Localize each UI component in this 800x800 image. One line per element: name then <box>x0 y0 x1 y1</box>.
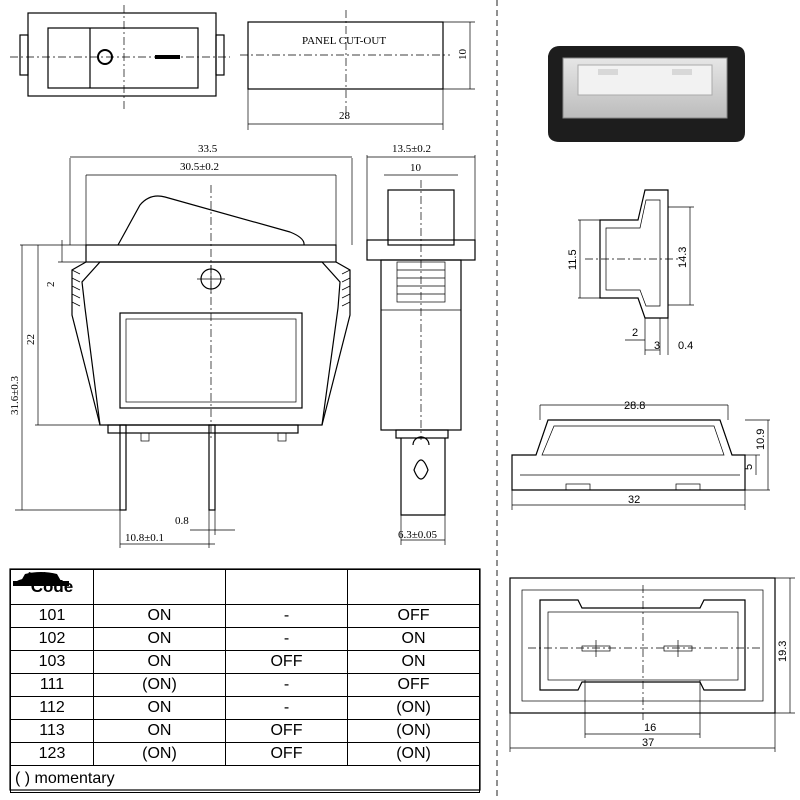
panel-height-dim: 10 <box>457 49 469 61</box>
side-view: 13.5±0.2 10 6.3±0.05 <box>366 143 476 545</box>
cover-h1-dim: 11.5 <box>567 249 579 270</box>
main-front-view: 33.5 30.5±0.2 31.6±0.3 <box>9 143 353 548</box>
row-code: 111 <box>10 673 94 697</box>
side-inner-dim: 10 <box>410 162 422 174</box>
panel-cutout-label: PANEL CUT-OUT <box>302 35 386 47</box>
height-total-dim: 31.6±0.3 <box>9 375 21 415</box>
cover-side-section: 11.5 14.3 2 3 0.4 <box>567 189 694 355</box>
row-code: 112 <box>10 696 94 720</box>
cover-front-section: 28.8 10.9 5 32 <box>511 400 770 510</box>
cell-pos1: ON <box>93 627 226 651</box>
cell-pos2: OFF <box>224 742 349 766</box>
cell-pos2: - <box>224 604 349 628</box>
row-code: 102 <box>10 627 94 651</box>
cell-pos2: OFF <box>224 650 349 674</box>
overall-width-dim: 33.5 <box>198 143 218 155</box>
row-code: 113 <box>10 719 94 743</box>
cell-pos1: ON <box>93 719 226 743</box>
table-row: 123(ON)OFF(ON) <box>10 742 480 766</box>
cell-pos3: (ON) <box>347 696 480 720</box>
cover-d2-dim: 3 <box>654 340 660 352</box>
cell-pos2: - <box>224 673 349 697</box>
panel-width-dim: 28 <box>339 110 351 122</box>
cell-pos3: OFF <box>347 673 480 697</box>
cell-pos3: ON <box>347 627 480 651</box>
table-row: 111(ON)-OFF <box>10 673 480 697</box>
row-code: 101 <box>10 604 94 628</box>
rocker-right-down-icon <box>14 569 480 605</box>
cover-top-width-dim: 28.8 <box>624 400 645 412</box>
panel-cutout: PANEL CUT-OUT 10 28 <box>240 10 475 130</box>
cover-h-total-dim: 10.9 <box>755 429 767 450</box>
side-width-dim: 13.5±0.2 <box>392 143 431 155</box>
cell-pos2: OFF <box>224 719 349 743</box>
momentary-note: ( ) momentary <box>10 765 480 793</box>
cell-pos2: - <box>224 627 349 651</box>
cell-pos1: ON <box>93 696 226 720</box>
inner-width-dim: 30.5±0.2 <box>180 161 219 173</box>
cell-pos3: (ON) <box>347 719 480 743</box>
pin-thickness-dim: 0.8 <box>175 515 189 527</box>
terminal-width-dim: 6.3±0.05 <box>398 529 438 541</box>
height-body-dim: 22 <box>25 334 37 345</box>
cell-pos3: ON <box>347 650 480 674</box>
cell-pos1: ON <box>93 604 226 628</box>
table-header-row: Code <box>10 569 480 605</box>
rocker-center-icon <box>12 569 349 605</box>
cover-h2-dim: 14.3 <box>677 247 689 268</box>
cell-pos2: - <box>224 696 349 720</box>
row-code: 103 <box>10 650 94 674</box>
cover-photo <box>548 46 745 142</box>
cover-top-view: 16 37 19.3 <box>509 577 795 752</box>
cover-height-dim: 19.3 <box>777 641 789 662</box>
cell-pos3: (ON) <box>347 742 480 766</box>
pin-spacing-dim: 10.8±0.1 <box>125 532 164 544</box>
cell-pos1: (ON) <box>93 673 226 697</box>
cell-pos1: ON <box>93 650 226 674</box>
table-note-row: ( ) momentary <box>10 765 480 793</box>
cover-d1-dim: 2 <box>632 327 638 339</box>
row-code: 123 <box>10 742 94 766</box>
cover-outer-width-dim: 37 <box>642 737 654 749</box>
rocker-left-down-icon <box>14 569 226 605</box>
cell-pos3: OFF <box>347 604 480 628</box>
cover-h-base-dim: 5 <box>743 464 755 470</box>
lip-dim: 2 <box>45 282 57 288</box>
cover-d3-dim: 0.4 <box>678 340 693 352</box>
cover-base-width-dim: 32 <box>628 494 640 506</box>
top-front-view <box>10 5 230 110</box>
cell-pos1: (ON) <box>93 742 226 766</box>
cover-inner-width-dim: 16 <box>644 722 656 734</box>
